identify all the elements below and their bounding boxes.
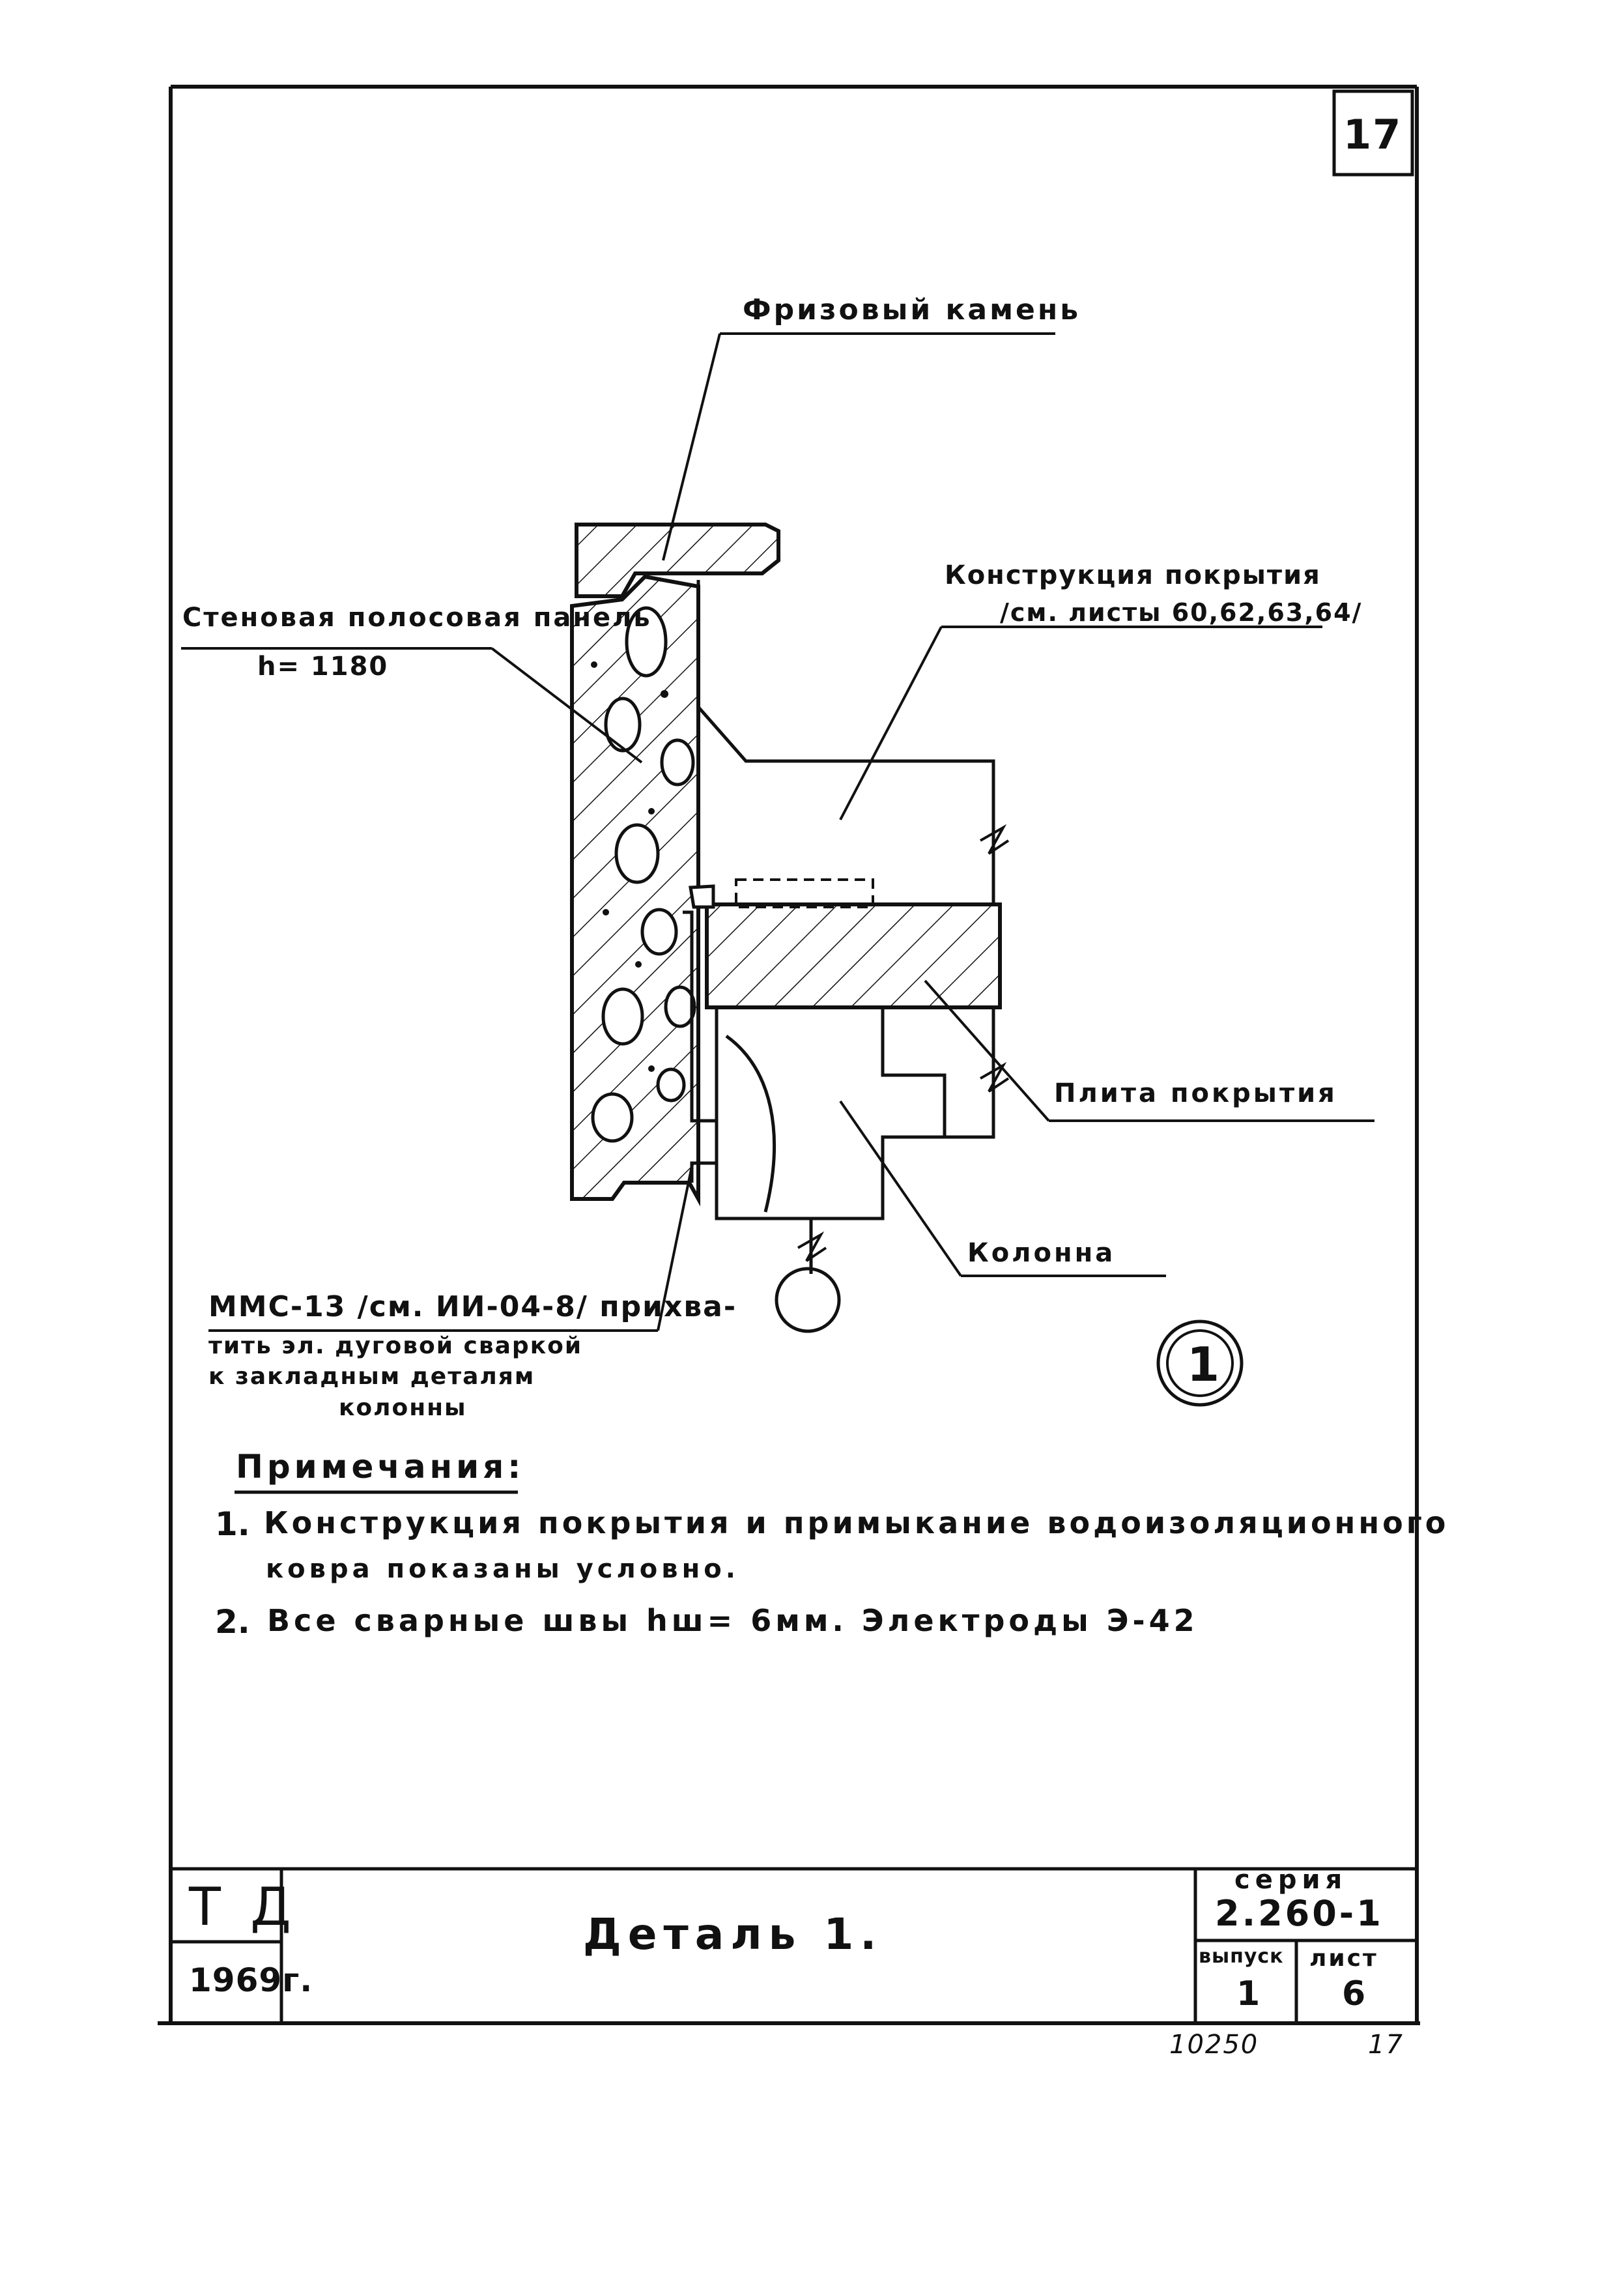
footer-page: 17 xyxy=(1368,2030,1404,2060)
detail-marker-outer xyxy=(1156,1320,1244,1407)
leader-lines xyxy=(181,332,1375,1332)
label-frieze-stone: Фризовый камень xyxy=(743,293,1081,326)
label-roof-construction-line1: Конструкция покрытия xyxy=(945,560,1321,590)
note-2-number: 2. xyxy=(215,1603,250,1641)
weld-connector xyxy=(683,910,719,1183)
detail-marker-number: 1 xyxy=(1187,1337,1220,1392)
title-block-org: Т Д xyxy=(189,1877,298,1937)
title-block-series-value: 2.260-1 xyxy=(1215,1893,1384,1934)
insulation-outline xyxy=(735,878,874,908)
roof-slab xyxy=(689,884,1002,1009)
label-mmc-line3: к закладным деталям xyxy=(208,1363,535,1390)
title-block-title: Деталь 1. xyxy=(583,1909,883,1959)
wall-panel xyxy=(570,574,700,1207)
label-mmc-line1: ММС-13 /см. ИИ-04-8/ прихва- xyxy=(208,1290,737,1323)
title-block-sheet-value: 6 xyxy=(1342,1974,1369,2013)
title-block-grid xyxy=(171,1867,1417,2023)
sheet-frame xyxy=(158,85,1420,2025)
label-wall-panel-line1: Стеновая полосовая панель xyxy=(182,603,652,633)
note-1-line2: ковра показаны условно. xyxy=(266,1554,739,1584)
title-block-series-label: серия xyxy=(1234,1865,1348,1895)
label-roof-construction-line2: /см. листы 60,62,63,64/ xyxy=(1000,598,1363,627)
title-block-issue-label: выпуск xyxy=(1199,1945,1284,1968)
note-1-line1: Конструкция покрытия и примыкание водоиз… xyxy=(264,1505,1449,1540)
detail-marker-inner xyxy=(1166,1329,1234,1397)
label-mmc-line4: колонны xyxy=(339,1394,467,1421)
break-marks xyxy=(797,824,1010,1262)
note-2-line1: Все сварные швы hш= 6мм. Электроды Э-42 xyxy=(267,1603,1199,1638)
column xyxy=(715,1007,995,1333)
title-block-issue-value: 1 xyxy=(1236,1974,1263,2013)
frieze-stone xyxy=(575,523,780,598)
title-block-year: 1969г. xyxy=(189,1961,313,1999)
sheet-number-box xyxy=(1332,89,1414,177)
title-block-sheet-label: лист xyxy=(1309,1945,1378,1972)
label-roof-slab: Плита покрытия xyxy=(1054,1078,1337,1108)
label-column: Колонна xyxy=(967,1238,1116,1268)
sheet-number: 17 xyxy=(1343,111,1403,158)
note-1-number: 1. xyxy=(215,1505,250,1543)
parapet-edge xyxy=(696,580,995,906)
label-mmc-line2: тить эл. дуговой сваркой xyxy=(208,1333,583,1359)
footer-order-number: 10250 xyxy=(1169,2030,1259,2060)
notes-heading: Примечания: xyxy=(236,1448,525,1486)
label-wall-panel-line2: h= 1180 xyxy=(257,652,389,682)
